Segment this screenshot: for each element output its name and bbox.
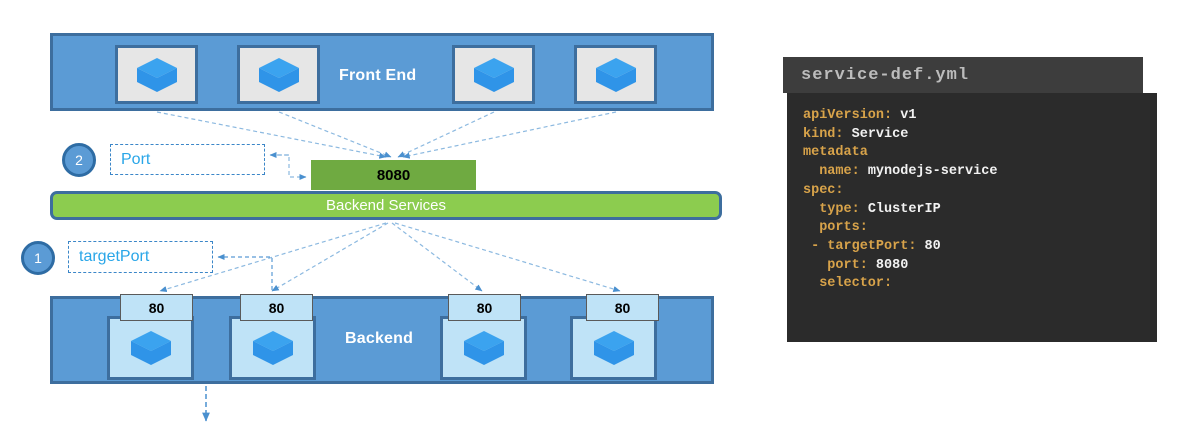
backend-pod[interactable] (229, 316, 316, 380)
cube-icon (136, 57, 177, 92)
yaml-value: 80 (916, 238, 941, 254)
yaml-line: ports: (803, 219, 1157, 238)
yaml-line: - targetPort: 80 (803, 238, 1157, 257)
backend-pod[interactable] (107, 316, 194, 380)
service-to-backend-arrows (159, 222, 621, 293)
frontend-pod[interactable] (115, 45, 198, 104)
backend-target-port-chip: 80 (240, 294, 313, 321)
step-marker-1: 1 (21, 241, 55, 275)
service-port-box: 8080 (311, 160, 476, 190)
backend-tier-label: Backend (345, 330, 414, 347)
yaml-filename: service-def.yml (801, 65, 970, 85)
yaml-line: kind: Service (803, 126, 1157, 145)
yaml-key: apiVersion: (803, 108, 893, 123)
yaml-key: type: (803, 201, 860, 217)
yaml-key: selector: (803, 276, 893, 292)
yaml-value: mynodejs-service (859, 164, 998, 180)
port-callout: Port (110, 144, 265, 175)
yaml-line: metadata (803, 144, 1157, 163)
yaml-line: port: 8080 (803, 257, 1157, 276)
backend-pod[interactable] (570, 316, 657, 380)
step-marker-2: 2 (62, 143, 96, 177)
yaml-line: apiVersion: v1 (803, 107, 1157, 126)
yaml-line: name: mynodejs-service (803, 163, 1157, 182)
targetport-callout-connector (217, 253, 273, 290)
yaml-value: ClusterIP (859, 201, 941, 217)
cube-icon (473, 57, 514, 92)
cube-icon (258, 57, 299, 92)
yaml-value: Service (843, 126, 909, 142)
yaml-value: 8080 (867, 257, 909, 273)
cube-icon (130, 331, 171, 365)
cube-icon (595, 57, 636, 92)
backend-target-port-chip: 80 (120, 294, 193, 321)
frontend-tier-label: Front End (339, 67, 417, 84)
cube-icon (593, 331, 634, 365)
backend-services-bar: Backend Services (50, 191, 722, 220)
yaml-key: spec: (803, 182, 844, 198)
yaml-key: kind: (803, 126, 844, 142)
yaml-line: spec: (803, 182, 1157, 201)
yaml-line: type: ClusterIP (803, 201, 1157, 220)
targetport-callout: targetPort (68, 241, 213, 273)
yaml-key: port: (803, 257, 868, 273)
backend-pod[interactable] (440, 316, 527, 380)
yaml-panel-header: service-def.yml (783, 57, 1143, 93)
backend-services-label: Backend Services (325, 197, 447, 214)
backend-target-port-chip: 80 (586, 294, 659, 321)
yaml-value: v1 (892, 108, 917, 123)
yaml-key: - targetPort: (803, 238, 917, 254)
frontend-pod[interactable] (574, 45, 657, 104)
yaml-key: metadata (803, 145, 868, 161)
port-callout-connector (269, 151, 307, 181)
cube-icon (463, 331, 504, 365)
frontend-pod[interactable] (452, 45, 535, 104)
cube-icon (252, 331, 293, 365)
yaml-key: name: (803, 164, 860, 180)
yaml-key: ports: (803, 220, 868, 236)
frontend-pod[interactable] (237, 45, 320, 104)
yaml-line: selector: (803, 275, 1157, 294)
backend-target-port-chip: 80 (448, 294, 521, 321)
